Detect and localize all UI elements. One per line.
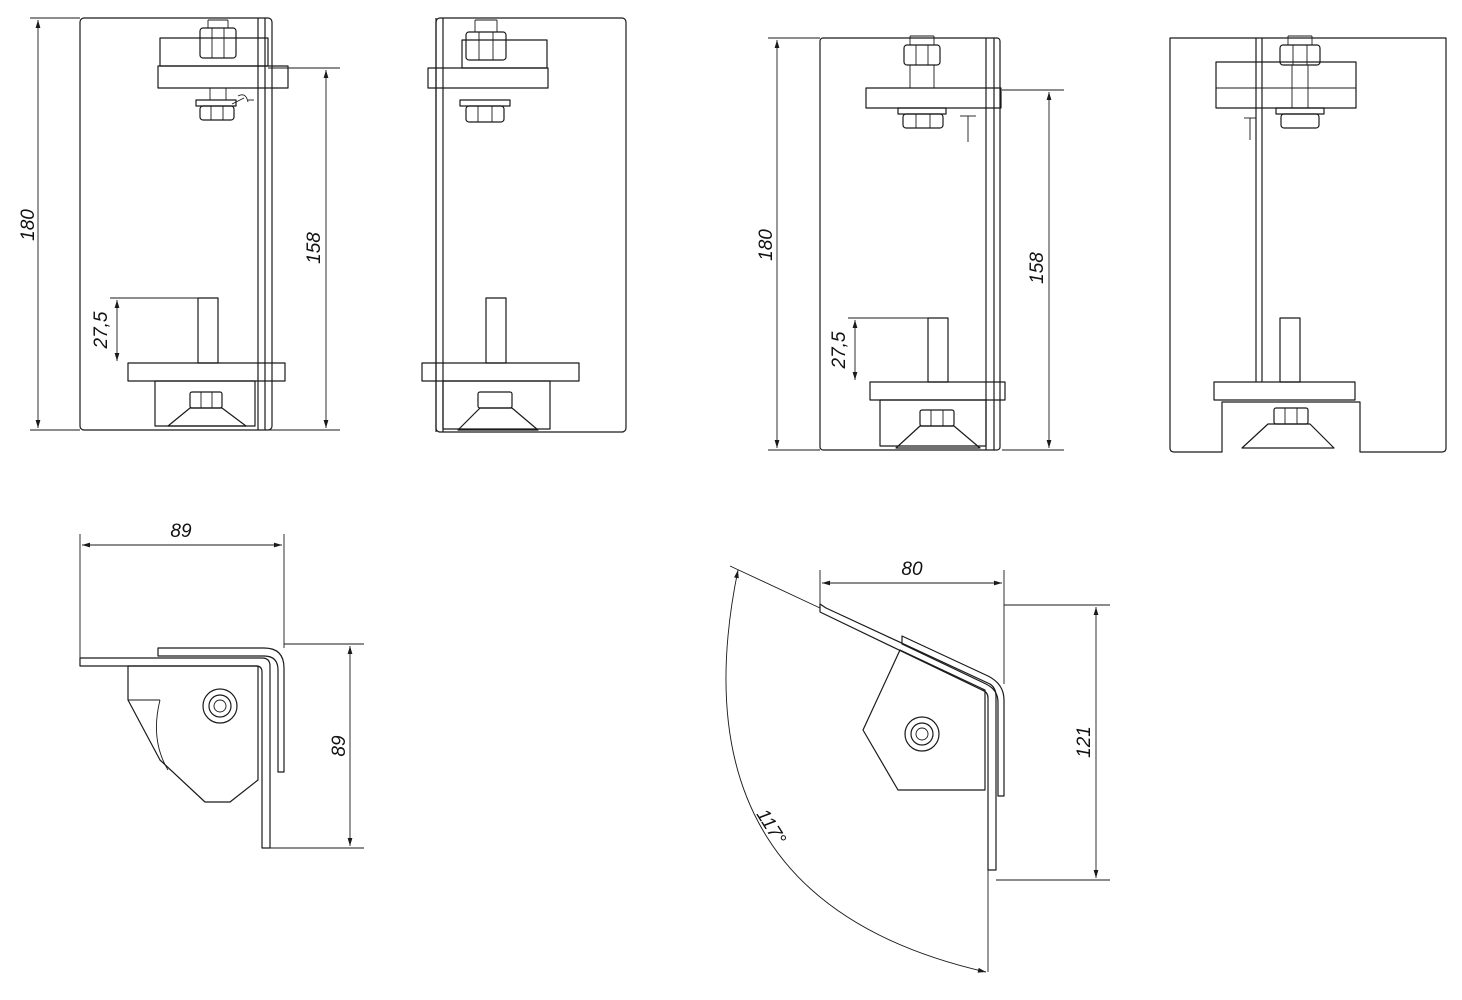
- top-view-left: [79, 647, 285, 849]
- dim-view1-27-5: 27,5: [91, 311, 112, 349]
- dim-view6-angle-117: 117°: [752, 805, 790, 849]
- side-view-left: [421, 17, 627, 433]
- dim-view6-80: 80: [901, 559, 923, 580]
- dim-view3-180: 180: [756, 229, 777, 261]
- dimension-lines-view5: [79, 534, 364, 849]
- dim-view5-89-width: 89: [170, 521, 192, 542]
- dim-view3-158: 158: [1027, 252, 1048, 284]
- dimension-lines-view6: [725, 565, 1110, 973]
- side-view-right: [1169, 35, 1447, 453]
- dim-view3-27-5: 27,5: [829, 331, 850, 369]
- dimension-lines-view3: [768, 37, 1064, 451]
- dim-view5-89-depth: 89: [329, 735, 350, 757]
- dim-view6-121: 121: [1074, 726, 1095, 758]
- front-view-left: [79, 17, 289, 431]
- dim-view1-180: 180: [18, 209, 39, 241]
- dim-view1-158: 158: [304, 232, 325, 264]
- front-view-right: [819, 35, 1006, 451]
- dimension-lines-view1: [30, 17, 340, 431]
- top-view-right: [819, 603, 1005, 880]
